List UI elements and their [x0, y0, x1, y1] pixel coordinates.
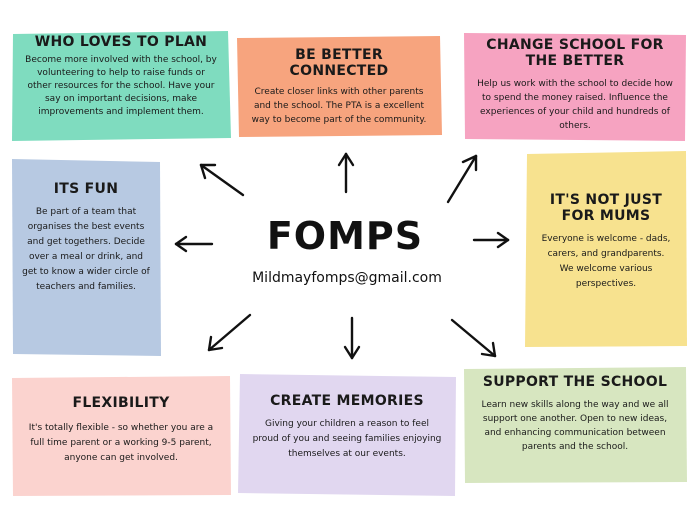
card-title: SUPPORT THE SCHOOL: [482, 374, 668, 390]
card-background: [238, 374, 456, 496]
arrow-down-left: [207, 313, 252, 352]
card-title: FLEXIBILITY: [72, 395, 170, 411]
arrow-down-right: [450, 318, 497, 358]
card-not-just-for-mums: IT'S NOT JUST FOR MUMS Everyone is welco…: [524, 150, 688, 348]
card-text: Help us work with the school to decide h…: [477, 79, 673, 131]
card-title: ITS FUN: [53, 181, 119, 197]
card-background: [12, 31, 231, 141]
card-support-the-school: SUPPORT THE SCHOOL Learn new skills alon…: [462, 366, 688, 484]
card-background: [237, 36, 442, 137]
card-who-loves-to-plan: WHO LOVES TO PLAN Become more involved w…: [10, 30, 232, 142]
arrow-up-right: [446, 154, 478, 204]
card-background: [12, 159, 161, 356]
card-background: [525, 151, 687, 347]
arrow-right: [472, 231, 510, 249]
card-title: CREATE MEMORIES: [270, 393, 424, 409]
card-change-school: CHANGE SCHOOL FOR THE BETTER Help us wor…: [462, 31, 688, 142]
card-text: Everyone is welcome - dads, carers, and …: [541, 234, 671, 289]
card-text: Create closer links with other parents a…: [251, 87, 427, 125]
card-background: [12, 376, 231, 496]
card-title: BE BETTER CONNECTED: [289, 47, 389, 79]
card-title: CHANGE SCHOOL FOR THE BETTER: [486, 37, 664, 69]
card-background: [464, 33, 686, 141]
card-be-better-connected: BE BETTER CONNECTED Create closer links …: [235, 35, 443, 138]
card-background: [464, 367, 687, 483]
card-text: Learn new skills along the way and we al…: [481, 400, 669, 452]
card-title: IT'S NOT JUST FOR MUMS: [549, 192, 663, 224]
arrow-up: [337, 152, 355, 194]
center-email: Mildmayfomps@gmail.com: [252, 270, 442, 286]
card-create-memories: CREATE MEMORIES Giving your children a r…: [237, 373, 457, 497]
card-text: Become more involved with the school, by…: [25, 55, 217, 117]
card-text: Be part of a team that organises the bes…: [22, 207, 150, 292]
arrow-up-left: [199, 163, 245, 197]
center-title: FOMPS: [266, 214, 424, 258]
card-flexibility: FLEXIBILITY It's totally flexible - so w…: [10, 375, 232, 497]
arrow-down: [343, 316, 361, 360]
card-text: It's totally flexible - so whether you a…: [28, 423, 214, 463]
card-text: Giving your children a reason to feel pr…: [252, 419, 442, 459]
arrow-left: [174, 235, 214, 253]
card-its-fun: ITS FUN Be part of a team that organises…: [10, 157, 162, 357]
card-title: WHO LOVES TO PLAN: [34, 34, 208, 50]
